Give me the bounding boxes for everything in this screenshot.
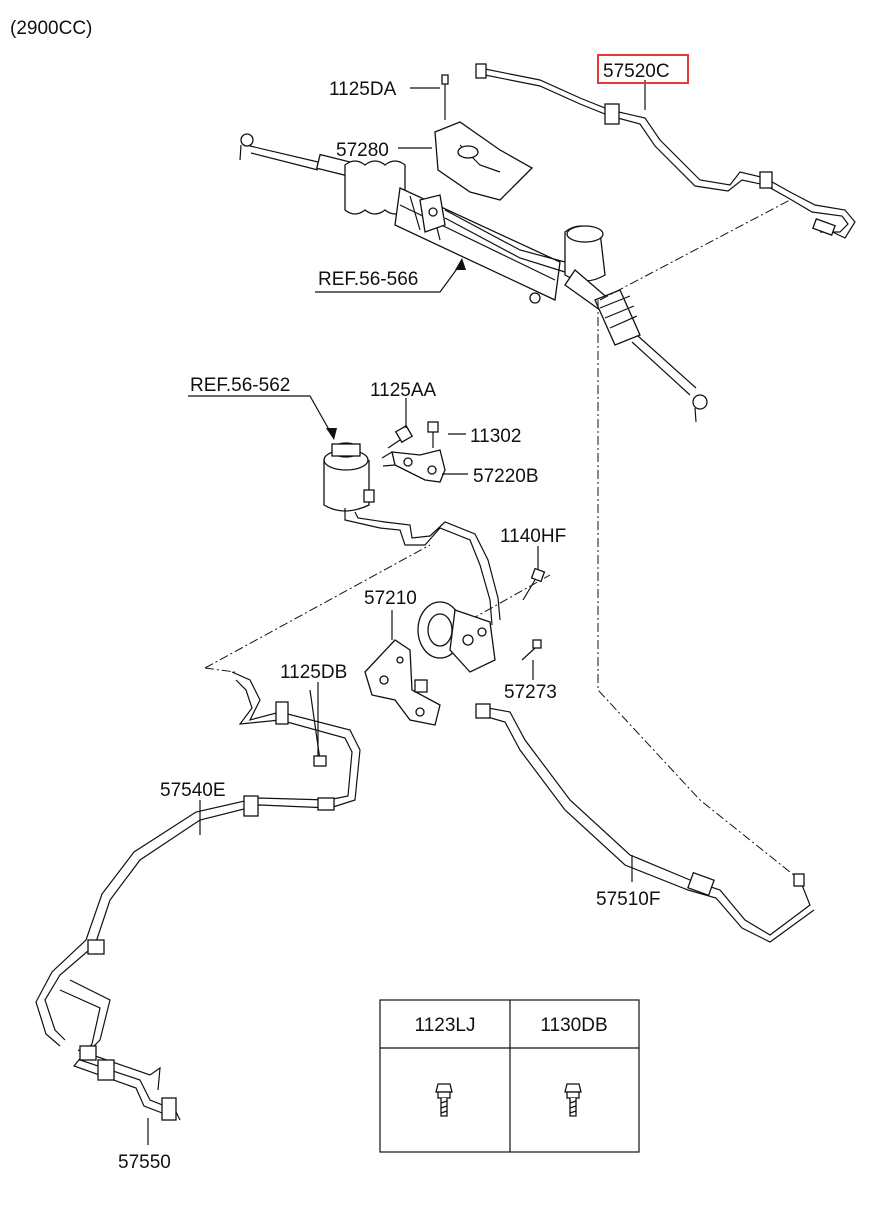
label-1125AA[interactable]: 1125AA bbox=[370, 380, 437, 401]
label-1140HF[interactable]: 1140HF bbox=[500, 526, 566, 547]
label-57280[interactable]: 57280 bbox=[336, 140, 389, 161]
label-ref-56-566[interactable]: REF.56-566 bbox=[318, 269, 418, 290]
label-57220B[interactable]: 57220B bbox=[473, 466, 539, 487]
table-header-1130DB[interactable]: 1130DB bbox=[540, 1015, 607, 1036]
bolt-1123LJ-icon bbox=[435, 1083, 453, 1117]
bolt-1125AA-drawing bbox=[387, 424, 414, 449]
fastener-table: 1123LJ 1130DB bbox=[379, 999, 640, 1153]
engine-capacity-label: (2900CC) bbox=[10, 18, 92, 39]
bolt-11302-drawing bbox=[427, 421, 439, 448]
pump-bracket-57210-drawing bbox=[364, 639, 441, 726]
label-ref-56-562[interactable]: REF.56-562 bbox=[190, 375, 290, 396]
ref-56-562-arrow bbox=[188, 395, 337, 440]
suction-hose-drawing bbox=[344, 508, 501, 626]
steering-gear-box-drawing bbox=[239, 133, 708, 423]
reservoir-drawing bbox=[323, 442, 375, 512]
heat-shield-57280-drawing bbox=[434, 121, 534, 201]
pressure-hose-57510F-drawing bbox=[475, 703, 815, 943]
bolt-57273-drawing bbox=[521, 639, 542, 661]
connection-lines bbox=[204, 199, 801, 881]
label-57550[interactable]: 57550 bbox=[118, 1152, 171, 1173]
ref-56-566-arrow bbox=[315, 258, 466, 293]
label-1125DA[interactable]: 1125DA bbox=[329, 79, 397, 100]
label-11302[interactable]: 11302 bbox=[470, 426, 521, 447]
label-57510F[interactable]: 57510F bbox=[596, 889, 660, 910]
bracket-57220B-drawing bbox=[381, 449, 446, 483]
label-1125DB[interactable]: 1125DB bbox=[280, 662, 347, 683]
power-steering-pump-drawing bbox=[414, 601, 496, 693]
cooler-tube-57550-drawing bbox=[59, 979, 181, 1121]
bolt-1130DB-icon bbox=[564, 1083, 582, 1117]
return-hose-57520C-drawing bbox=[475, 63, 856, 239]
bolt-1125DA-drawing bbox=[441, 74, 449, 120]
highlight-box-57520C bbox=[597, 54, 689, 84]
label-57540E[interactable]: 57540E bbox=[160, 780, 226, 801]
cooler-line-57540E-drawing bbox=[35, 671, 361, 1047]
label-57273[interactable]: 57273 bbox=[504, 682, 557, 703]
label-57210[interactable]: 57210 bbox=[364, 588, 417, 609]
table-header-1123LJ[interactable]: 1123LJ bbox=[415, 1015, 476, 1036]
bolt-1140HF-drawing bbox=[522, 567, 546, 601]
label-57520C[interactable]: 57520C bbox=[603, 61, 670, 82]
leader-lines bbox=[147, 80, 646, 1145]
